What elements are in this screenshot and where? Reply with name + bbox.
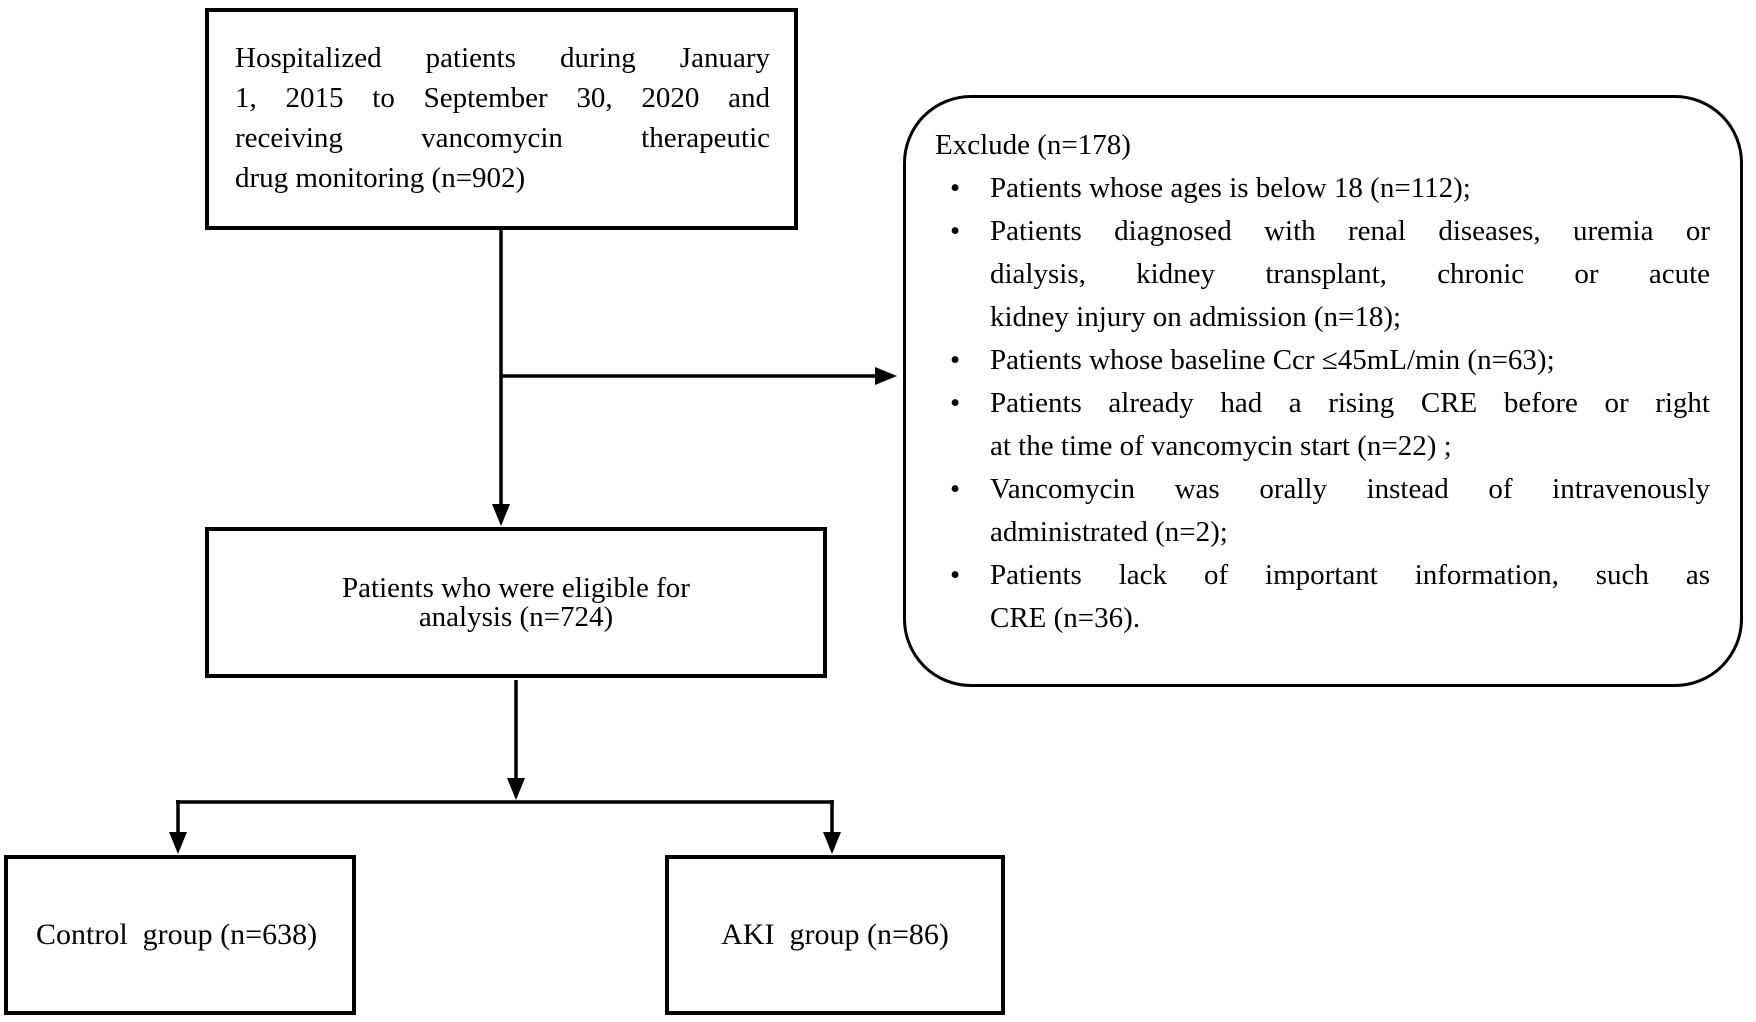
exclusion-item: • Vancomycin was orally instead of intrav…: [935, 468, 1710, 554]
arrowhead-onto-split: [507, 778, 525, 800]
exclusion-item: • Patients whose baseline Ccr ≤45mL/min (…: [935, 339, 1710, 382]
aki-group-label: AKI group (n=86): [721, 918, 949, 951]
exclusion-item: • Patients already had a rising CRE befor…: [935, 382, 1710, 468]
text-line: Patients who were eligible for: [342, 571, 690, 604]
control-group-box: Control group (n=638): [4, 855, 356, 1015]
aki-group-box: AKI group (n=86): [665, 855, 1005, 1015]
exclusion-item: • Patients diagnosed with renal diseases,…: [935, 210, 1710, 339]
text-line: receiving vancomycin therapeutic: [235, 122, 770, 154]
bullet-icon: •: [950, 215, 961, 247]
bullet-icon: •: [950, 172, 961, 204]
text-line: Vancomycin was orally instead of intrave…: [990, 473, 1710, 505]
exclusion-item-text: Patients lack of important information, …: [990, 554, 1710, 640]
text-line: 1, 2015 to September 30, 2020 and: [235, 82, 770, 114]
bullet-icon: •: [950, 387, 961, 419]
control-group-label: Control group (n=638): [36, 918, 318, 951]
text-line: Patients already had a rising CRE before…: [990, 387, 1710, 419]
text-line: Patients lack of important information, …: [990, 559, 1710, 591]
exclusion-item: • Patients whose ages is below 18 (n=112)…: [935, 167, 1710, 210]
enrollment-box-text: Hospitalized patients during January 1, 2…: [235, 38, 770, 198]
bullet-icon: •: [950, 559, 961, 591]
text-line: CRE (n=36).: [990, 602, 1141, 634]
exclusion-item-text: Patients already had a rising CRE before…: [990, 382, 1710, 468]
text-line: drug monitoring (n=902): [235, 162, 526, 194]
text-line: administrated (n=2);: [990, 516, 1228, 548]
bullet-icon: •: [950, 473, 961, 505]
arrowhead-into-eligible: [492, 504, 510, 526]
exclusion-item-text: Patients whose baseline Ccr ≤45mL/min (n…: [990, 339, 1710, 382]
text-line: analysis (n=724): [418, 600, 614, 633]
exclusion-item-text: Patients diagnosed with renal diseases, …: [990, 210, 1710, 339]
exclusion-title: Exclude (n=178): [935, 129, 1131, 161]
exclusion-list: • Patients whose ages is below 18 (n=112)…: [935, 167, 1710, 640]
exclusion-item-text: Patients whose ages is below 18 (n=112);: [990, 167, 1710, 210]
text-line: at the time of vancomycin start (n=22) ;: [990, 430, 1452, 462]
text-line: Patients diagnosed with renal diseases, …: [990, 215, 1710, 247]
arrowhead-into-control: [169, 832, 187, 854]
exclusion-item: • Patients lack of important information,…: [935, 554, 1710, 640]
exclusion-item-text: Vancomycin was orally instead of intrave…: [990, 468, 1710, 554]
text-line: Patients whose ages is below 18 (n=112);: [990, 172, 1471, 204]
bullet-icon: •: [950, 344, 961, 376]
arrowhead-into-exclude: [875, 367, 897, 385]
exclusion-box: Exclude (n=178) • Patients whose ages is …: [903, 95, 1743, 687]
text-line: Patients whose baseline Ccr ≤45mL/min (n…: [990, 344, 1555, 376]
text-line: dialysis, kidney transplant, chronic or …: [990, 258, 1710, 290]
enrollment-box: Hospitalized patients during January 1, 2…: [205, 8, 798, 230]
arrowhead-into-aki: [823, 832, 841, 854]
text-line: kidney injury on admission (n=18);: [990, 301, 1402, 333]
text-line: Hospitalized patients during January: [235, 42, 770, 74]
